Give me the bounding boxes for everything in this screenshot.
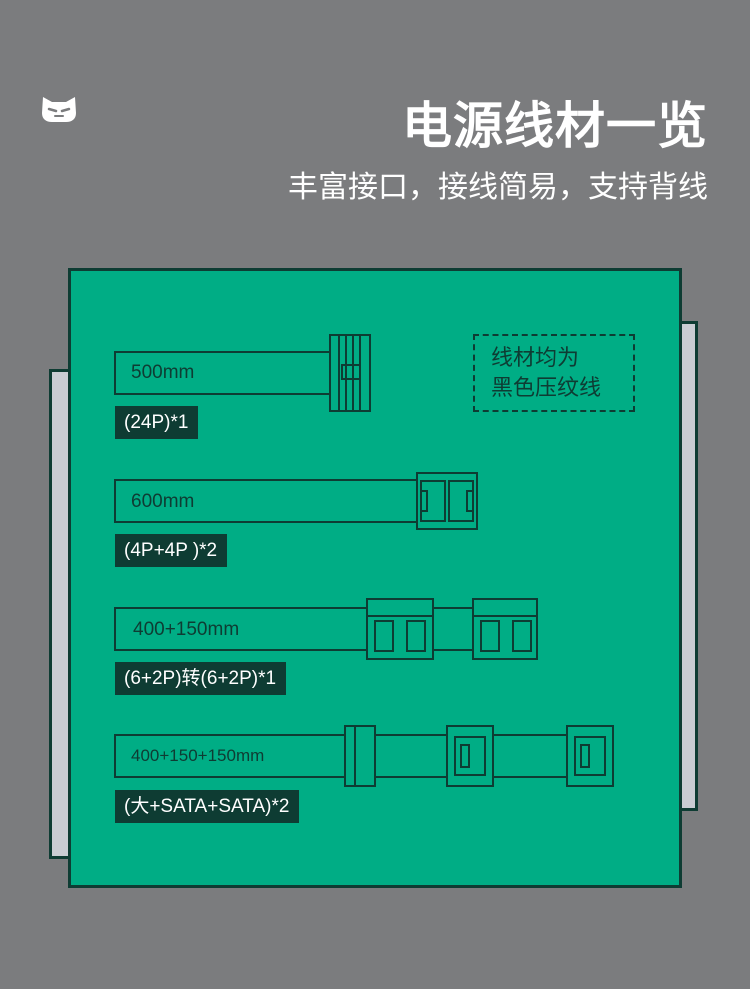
cable-label: (6+2P)转(6+2P)*1 <box>115 662 287 695</box>
note-line-1: 线材均为 <box>491 346 580 371</box>
page-title: 电源线材一览 <box>402 97 708 155</box>
cable-drawings <box>114 334 614 787</box>
cable-length: 600mm <box>131 491 195 512</box>
cat-face-logo-icon <box>42 97 76 122</box>
cable-4p-drawing <box>114 472 478 530</box>
cable-length: 400+150mm <box>133 619 240 640</box>
cable-label: (24P)*1 <box>115 406 199 439</box>
cable-label: (4P+4P )*2 <box>115 534 228 567</box>
cable-24p-drawing <box>114 334 371 412</box>
left-side-panel <box>49 369 68 859</box>
page-subtitle: 丰富接口，接线简易，支持背线 <box>288 170 708 205</box>
cable-label: (大+SATA+SATA)*2 <box>115 790 300 823</box>
cable-sata-drawing <box>114 725 614 787</box>
cable-length: 400+150+150mm <box>131 746 265 765</box>
cable-length: 500mm <box>131 362 195 383</box>
cable-6-2p-drawing <box>114 598 538 660</box>
material-note: 线材均为 黑色压纹线 <box>473 334 635 412</box>
note-line-2: 黑色压纹线 <box>491 376 602 401</box>
right-side-panel <box>679 321 698 811</box>
cable-panel: 线材均为 黑色压纹线 500mm (24P)*1 600mm (4P+4P )*… <box>68 268 682 888</box>
